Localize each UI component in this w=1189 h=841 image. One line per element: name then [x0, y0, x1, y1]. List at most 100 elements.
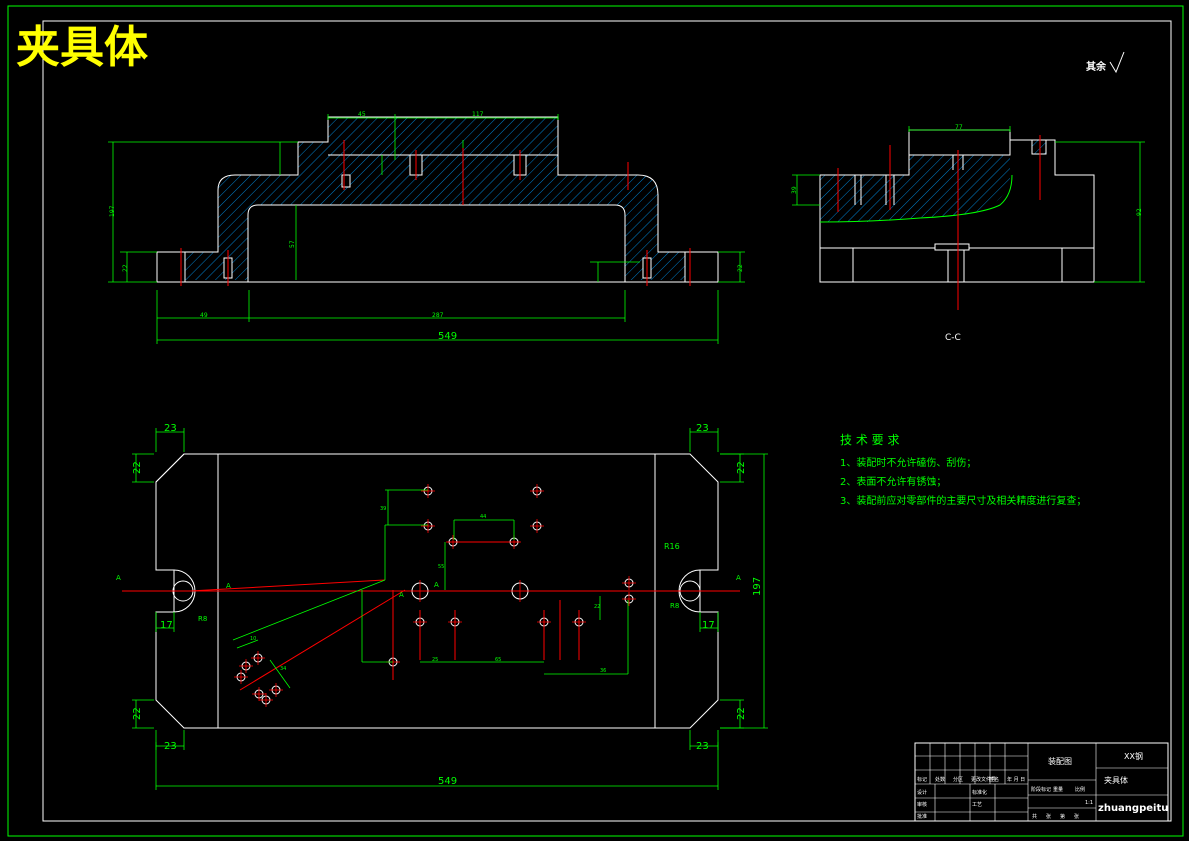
- plan-axis: [239, 589, 406, 691]
- plan-corner-w: 23: [164, 423, 177, 434]
- side-dims: [792, 126, 1145, 283]
- surface-finish-mark: 其余: [1086, 51, 1125, 74]
- plan-radius-r16: R16: [664, 542, 680, 551]
- tb-sheet-label: 第: [1060, 813, 1065, 820]
- hole: [622, 592, 636, 606]
- side-hatch: [820, 155, 1010, 222]
- tb-stage-label: 重量: [1053, 786, 1063, 793]
- plan-corner-h: 22: [736, 461, 747, 474]
- outer-frame: [7, 5, 1184, 837]
- front-dims: [108, 114, 745, 344]
- plan-view: 549 197 23 23 23 23 22 22 22 22 17 17 R1…: [116, 423, 768, 790]
- front-dim-top-b: 117: [472, 111, 484, 118]
- plan-label-a: A: [399, 591, 404, 599]
- tb-sheet-label: 共: [1032, 813, 1037, 820]
- front-centerlines: [180, 140, 691, 286]
- tb-material: XX钢: [1124, 751, 1143, 761]
- hole: [530, 519, 544, 533]
- front-view: 549 49 287 45 117 197 22 22 57: [108, 111, 745, 344]
- tb-row-labels: 标记处数分区更改文件号签名年 月 日: [917, 776, 1025, 783]
- tb-sheet-label: 张: [1074, 813, 1079, 820]
- tb-role-label: 工艺: [972, 802, 982, 808]
- plan-corner-h: 22: [132, 461, 143, 474]
- hole: [269, 683, 283, 697]
- plan-overall-width: 549: [438, 776, 457, 787]
- tb-company: zhuangpeitu: [1098, 803, 1168, 814]
- plan-dim: 65: [495, 657, 501, 663]
- tb-row-label: 处数: [935, 776, 945, 783]
- front-dim-mid: 287: [432, 312, 444, 319]
- front-dim-base: 22: [122, 264, 129, 272]
- front-dim-inner: 57: [289, 240, 296, 248]
- tb-stage-labels: 阶段标记重量 比例: [1031, 786, 1085, 793]
- side-dim-top: 77: [955, 124, 963, 131]
- plan-slot-width: 17: [702, 620, 715, 631]
- plan-chamfer: [155, 453, 185, 483]
- tech-item-3: 3、装配前应对零部件的主要尺寸及相关精度进行复查；: [840, 494, 1086, 507]
- plan-dim: 22: [594, 604, 600, 610]
- tb-stage-label: 比例: [1075, 786, 1085, 793]
- plan-dim: 10: [250, 636, 256, 642]
- plan-dim: 25: [432, 657, 438, 663]
- hole: [448, 615, 462, 629]
- side-dim-height: 92: [1136, 208, 1143, 216]
- side-holes: [854, 155, 964, 205]
- hole: [413, 615, 427, 629]
- side-centerlines: [837, 135, 1041, 310]
- tb-role-label: 设计: [917, 789, 927, 796]
- tb-role-label: 标准化: [972, 789, 987, 796]
- tb-drawing-name: 装配图: [1048, 756, 1072, 766]
- front-dim-right-base: 22: [737, 264, 744, 272]
- tech-heading: 技 术 要 求: [840, 433, 899, 447]
- plan-label-a: A: [226, 582, 231, 590]
- drawing-title: 夹具体: [16, 22, 148, 73]
- plan-radius-r8: R8: [198, 615, 207, 623]
- plan-corner-w: 23: [696, 741, 709, 752]
- plan-overall-height: 197: [752, 577, 763, 596]
- plan-dim: 55: [438, 564, 444, 570]
- plan-dim: 36: [600, 668, 606, 674]
- hole: [446, 535, 460, 549]
- hole: [234, 670, 248, 684]
- surface-finish-text: 其余: [1086, 60, 1107, 73]
- plan-dim: 39: [380, 506, 386, 512]
- hole: [259, 693, 273, 707]
- tb-role-label: 审核: [917, 801, 927, 808]
- tb-stage-label: 阶段标记: [1031, 786, 1051, 793]
- front-hatch: [185, 117, 685, 280]
- front-inner-cavity: [247, 204, 626, 282]
- side-view: 77 92 39 C-C: [791, 124, 1145, 343]
- side-pin: [1031, 139, 1047, 155]
- plan-dims: [132, 428, 768, 790]
- plan-axis: [189, 579, 386, 592]
- front-dim-left: 49: [200, 312, 208, 319]
- side-outline: [819, 139, 1095, 283]
- hole: [421, 519, 435, 533]
- plan-dim: 34: [280, 666, 286, 672]
- side-dim-left: 39: [791, 186, 798, 194]
- plan-corner-w: 23: [696, 423, 709, 434]
- front-hole: [341, 174, 351, 188]
- front-dim-height: 197: [109, 205, 116, 217]
- plan-label-a: A: [434, 581, 439, 589]
- tech-item-2: 2、表面不允许有锈蚀；: [840, 475, 946, 488]
- tb-row-label: 年 月 日: [1007, 776, 1025, 783]
- tb-sheet-labels: 共张第张: [1032, 813, 1079, 820]
- title-block: 装配图 XX钢 夹具体 zhuangpeitu 1:1 标记处数分区更改文件号签…: [914, 742, 1169, 822]
- plan-corner-h: 22: [132, 707, 143, 720]
- plan-corner-h: 22: [736, 707, 747, 720]
- hole: [239, 659, 253, 673]
- tech-requirements: 技 术 要 求 1、装配时不允许磕伤、刮伤； 2、表面不允许有锈蚀； 3、装配前…: [840, 433, 1086, 507]
- tb-role-label: 批准: [917, 813, 927, 820]
- tb-row-label: 更改文件号: [971, 776, 996, 783]
- tb-row-label: 标记: [917, 776, 927, 783]
- plan-corner-w: 23: [164, 741, 177, 752]
- section-label: C-C: [945, 333, 961, 343]
- hole: [537, 615, 551, 629]
- hole: [252, 687, 266, 701]
- plan-label-a: A: [116, 574, 121, 582]
- surface-finish-symbol: [1109, 51, 1125, 74]
